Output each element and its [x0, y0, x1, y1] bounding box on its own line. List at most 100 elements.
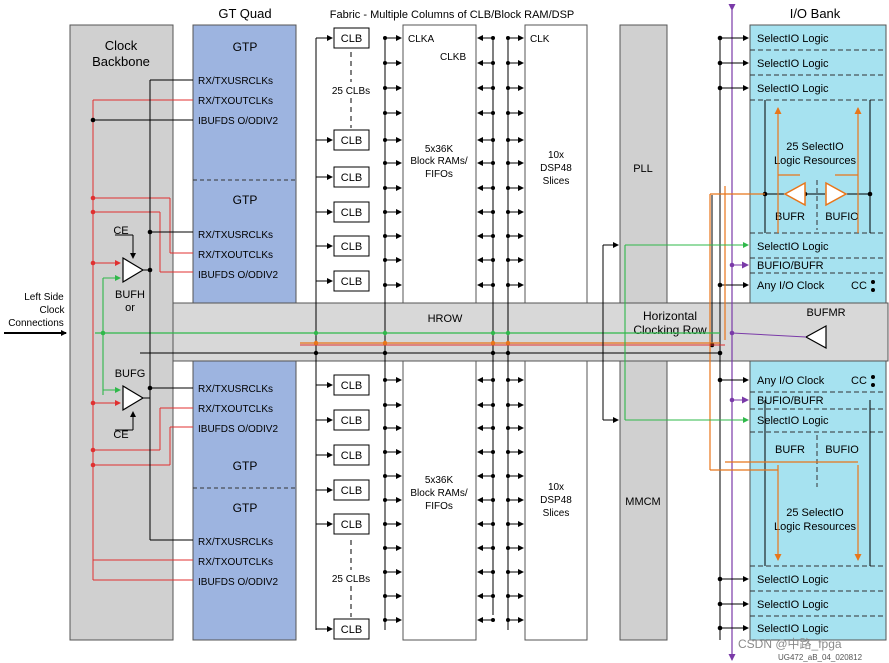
io-top-selectio-2: SelectIO Logic: [757, 58, 829, 70]
clb-label: CLB: [341, 380, 362, 392]
io-bank-top: [749, 24, 887, 304]
fabric-tap-dot: [383, 283, 387, 287]
clb-label: CLB: [341, 276, 362, 288]
gtp2-port-ibufds: IBUFDS O/ODIV2: [198, 270, 278, 281]
bufh-label: BUFH: [115, 289, 145, 301]
io-top-bufio-label: BUFIO: [825, 211, 859, 223]
gtp-ports: RX/TXUSRCLKs RX/TXOUTCLKs IBUFDS O/ODIV2…: [198, 76, 278, 588]
fabric-tap-dot: [491, 36, 495, 40]
fabric-tap-dot: [383, 210, 387, 214]
watermark: CSDN @中路_fpga: [738, 636, 842, 651]
fabric-tap-dot: [383, 111, 387, 115]
fabric-tap-dot: [506, 522, 510, 526]
io-top-resources-2: Logic Resources: [774, 155, 856, 167]
clock-backbone-label-2: Backbone: [92, 54, 150, 69]
clb-box: [333, 201, 370, 223]
io-bottom-cc: CC: [851, 375, 867, 387]
hrow-junction-dot: [490, 340, 496, 346]
cc-dots: [871, 280, 875, 387]
io-bottom-selectio-mid: SelectIO Logic: [757, 415, 829, 427]
bufmr-label: BUFMR: [806, 307, 845, 319]
fabric-tap-dot: [383, 138, 387, 142]
hrow-junction-dot: [505, 350, 511, 356]
fabric-tap-dot: [506, 570, 510, 574]
clb-box: [333, 479, 370, 501]
fabric-tap-dot: [506, 594, 510, 598]
bufh-symbol: [122, 256, 145, 284]
fabric-tap-dot: [506, 618, 510, 622]
clb-count-top: 25 CLBs: [332, 86, 370, 97]
hrow-junction-dot: [313, 340, 319, 346]
clb-box: [333, 374, 370, 396]
bram-bottom: [402, 360, 477, 641]
clb-label: CLB: [341, 450, 362, 462]
io-bank-bottom: [749, 360, 887, 641]
hrow-junction-dot: [382, 340, 388, 346]
bram-bottom-line1: 5x36K: [425, 475, 454, 486]
gtp1-port-outclk: RX/TXOUTCLKs: [198, 96, 273, 107]
clb-box: [333, 513, 370, 535]
io-top-resources-1: 25 SelectIO: [786, 141, 844, 153]
fabric-tap-dot: [491, 186, 495, 190]
fabric-tap-dot: [506, 258, 510, 262]
io-bottom-any-io: Any I/O Clock: [757, 375, 825, 387]
fabric-tap-dot: [383, 522, 387, 526]
bufmr-symbol: [804, 324, 827, 350]
fabric-tap-dot: [506, 111, 510, 115]
mmcm-label: MMCM: [625, 496, 660, 508]
fabric-tap-dot: [506, 210, 510, 214]
gtp3-port-ibufds: IBUFDS O/ODIV2: [198, 424, 278, 435]
gtp3-port-usrclk: RX/TXUSRCLKs: [198, 384, 273, 395]
io-top-cc: CC: [851, 280, 867, 292]
fabric-tap-dot: [491, 378, 495, 382]
fabric-tap-dot: [491, 546, 495, 550]
io-top-selectio-3: SelectIO Logic: [757, 83, 829, 95]
fabric-tap-dot: [383, 474, 387, 478]
or-label: or: [125, 302, 135, 314]
fabric-tap-dot: [506, 138, 510, 142]
fabric-tap-dot: [383, 570, 387, 574]
fabric-tap-dot: [491, 570, 495, 574]
fabric-tap-dot: [506, 283, 510, 287]
gtp-title-3: GTP: [233, 459, 258, 473]
fabric-tap-dot: [383, 618, 387, 622]
fabric-tap-dot: [383, 61, 387, 65]
clb-box: [333, 444, 370, 466]
clb-box: [333, 270, 370, 292]
bufr-top-symbol: [783, 181, 806, 207]
fabric-tap-dot: [491, 86, 495, 90]
io-top-internal: [764, 100, 871, 566]
gt-quad-bottom: [192, 360, 297, 641]
clb-box: [333, 129, 370, 151]
fabric-tap-dot: [491, 474, 495, 478]
fabric-tap-dot: [383, 258, 387, 262]
clb-label: CLB: [341, 135, 362, 147]
io-bottom-bufio-label: BUFIO: [825, 444, 859, 456]
dsp-bottom-line3: Slices: [543, 508, 570, 519]
ce-top-label: CE: [113, 225, 128, 237]
hrow-junction-dot: [313, 330, 319, 336]
clb-label: CLB: [341, 624, 362, 636]
fabric-tap-dot: [383, 378, 387, 382]
io-bottom-resources-2: Logic Resources: [774, 521, 856, 533]
fabric-tap-dot: [506, 474, 510, 478]
fabric-tap-dot: [506, 186, 510, 190]
io-top-separators: [750, 49, 886, 617]
left-side-label-2: Clock: [39, 305, 65, 316]
clb-box: [333, 409, 370, 431]
fabric-tap-dot: [506, 161, 510, 165]
bram-clka: CLKA: [408, 34, 434, 45]
fabric-tap-dot: [506, 450, 510, 454]
gtp2-port-usrclk: RX/TXUSRCLKs: [198, 230, 273, 241]
fabric-tap-dot: [506, 403, 510, 407]
io-bottom-bufio-bufr: BUFIO/BUFR: [757, 395, 824, 407]
io-top-selectio-mid: SelectIO Logic: [757, 241, 829, 253]
hrow-junction-dot: [382, 350, 388, 356]
clb-label: CLB: [341, 241, 362, 253]
horizontal-row-label-2: Clocking Row: [633, 323, 707, 337]
fabric-tap-dot: [383, 36, 387, 40]
bram-clkb: CLKB: [440, 52, 466, 63]
io-bank-header: I/O Bank: [790, 6, 841, 21]
clock-backbone-label-1: Clock: [105, 38, 138, 53]
fabric-tap-dot: [383, 426, 387, 430]
